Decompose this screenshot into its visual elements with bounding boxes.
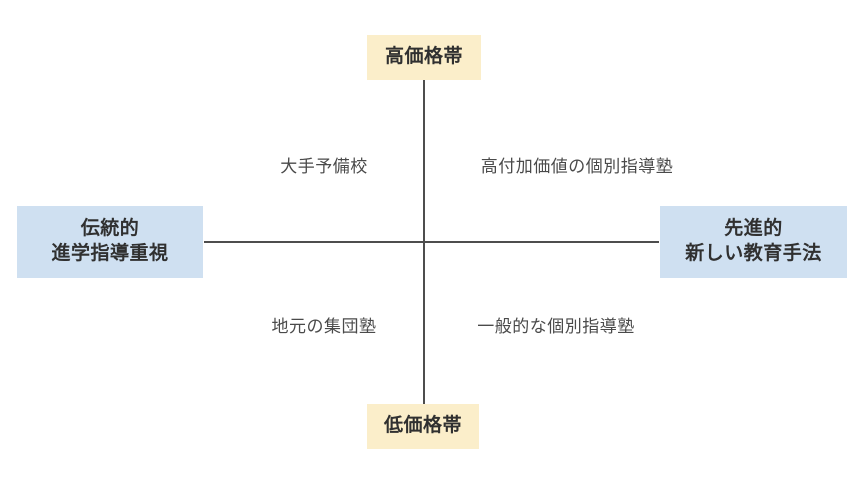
axis-pole-high-price: 高価格帯 <box>367 35 481 80</box>
axis-pole-progressive: 先進的 新しい教育手法 <box>660 206 847 278</box>
horizontal-axis-line <box>204 241 659 243</box>
axis-pole-traditional-text: 伝統的 進学指導重視 <box>51 217 168 266</box>
axis-pole-traditional: 伝統的 進学指導重視 <box>17 206 203 278</box>
axis-pole-low-price: 低価格帯 <box>367 404 479 449</box>
quadrant-label-bottom-right: 一般的な個別指導塾 <box>477 317 635 336</box>
axis-pole-progressive-line1: 先進的 <box>724 218 783 240</box>
axis-pole-progressive-line2: 新しい教育手法 <box>685 243 822 264</box>
axis-pole-traditional-line2: 進学指導重視 <box>51 243 169 264</box>
axis-pole-low-price-label: 低価格帯 <box>383 415 462 437</box>
axis-pole-progressive-text: 先進的 新しい教育手法 <box>685 217 822 266</box>
quadrant-label-bottom-left: 地元の集団塾 <box>271 317 377 336</box>
quadrant-label-top-right: 高付加価値の個別指導塾 <box>480 157 674 176</box>
axis-pole-high-price-label: 高価格帯 <box>384 46 463 68</box>
quadrant-label-top-left: 大手予備校 <box>280 157 368 176</box>
axis-pole-traditional-line1: 伝統的 <box>80 218 140 240</box>
